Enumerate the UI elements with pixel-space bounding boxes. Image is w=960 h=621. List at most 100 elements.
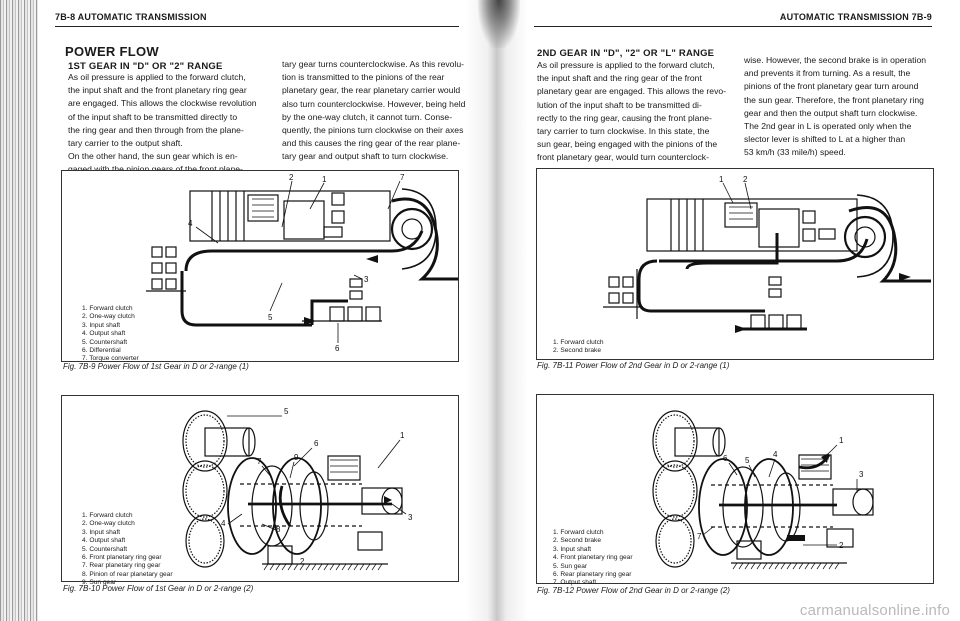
header-rule (55, 26, 459, 27)
legend-item: 2. Second brake (553, 347, 602, 355)
legend-item: 7. Output shaft (553, 579, 597, 587)
text-line: and this causes the ring gear of the rea… (282, 138, 461, 149)
legend-item: 1. Forward clutch (553, 529, 604, 536)
arrowhead-output (735, 325, 747, 333)
callout-label: 2 (839, 541, 844, 550)
legend-item: 3. Input shaft (82, 528, 121, 536)
figure-caption: Fig. 7B-10 Power Flow of 1st Gear in D o… (63, 584, 254, 593)
body-text-col1: As oil pressure is applied to the forwar… (68, 71, 268, 177)
text-line: are engaged. This allows the clockwise r… (68, 98, 257, 109)
legend-item: 7. Torque converter (82, 355, 139, 363)
figure-power-flow-2nd-gear-schematic: 1 2 1. Forward clutch 2. Second brake (536, 168, 934, 360)
text-line: tary carrier to turn clockwise. In this … (537, 126, 710, 137)
callout-label: 2 (300, 557, 305, 566)
callout-label: 1 (400, 431, 405, 440)
text-line: On the other hand, the sun gear which is… (68, 151, 238, 162)
body-text-col2: wise. However, the second brake is in op… (744, 54, 934, 160)
text-line: tion is transmitted to the pinions of th… (282, 72, 445, 83)
callout-label: 1 (839, 436, 844, 445)
figure-caption: Fig. 7B-9 Power Flow of 1st Gear in D or… (63, 362, 249, 371)
callout-label: 9 (294, 453, 299, 462)
figure-legend: 1. Forward clutch 2. Second brake (553, 339, 604, 356)
figure-power-flow-2nd-gear-gears: 1 6 5 4 3 7 2 1. Forward clutch 2. Secon… (536, 394, 934, 586)
text-line: front planetary gear, would turn counter… (537, 152, 709, 163)
callout-label: 3 (364, 275, 369, 284)
arrowhead-input (366, 255, 378, 263)
text-line: and prevents it from turning. As a resul… (744, 68, 911, 79)
brake-band (787, 535, 805, 541)
text-line: the ring gear and then through from the … (68, 124, 244, 135)
text-line: slector lever is shifted to L at a highe… (744, 134, 906, 145)
legend-item: 4. Output shaft (82, 330, 126, 338)
running-head-left: 7B-8 AUTOMATIC TRANSMISSION (55, 12, 207, 22)
figure-legend: 1. Forward clutch 2. One-way clutch 3. I… (82, 305, 139, 364)
callout-label: 4 (221, 519, 226, 528)
text-line: tary gear turns counterclockwise. As thi… (282, 59, 464, 69)
legend-item: 6. Rear planetary ring gear (553, 571, 632, 579)
text-line: gear and then the output shaft turn cloc… (744, 107, 918, 118)
text-line: wise. However, the second brake is in op… (744, 55, 926, 65)
text-line: by the one-way clutch, it cannot turn. C… (282, 111, 453, 122)
text-line: planetary gear, the rear planetary carri… (282, 85, 461, 96)
text-line: lution of the input shaft to be transmit… (537, 99, 702, 110)
left-page: 7B-8 AUTOMATIC TRANSMISSION POWER FLOW 1… (48, 0, 466, 621)
callout-label: 3 (859, 470, 864, 479)
right-page: AUTOMATIC TRANSMISSION 7B-9 2ND GEAR IN … (530, 0, 940, 621)
site-watermark: carmanualsonline.info (799, 602, 950, 619)
callout-label: 6 (335, 344, 340, 353)
legend-item: 1. Forward clutch (82, 305, 133, 312)
figure-caption: Fig. 7B-11 Power Flow of 2nd Gear in D o… (537, 361, 730, 370)
figure-power-flow-1st-gear-schematic: 2 1 7 4 3 5 6 1. Forward clutch 2. One-w… (61, 170, 459, 362)
text-line: tary carrier to the output shaft. (68, 138, 183, 149)
legend-item: 4. Front planetary ring gear (553, 554, 633, 562)
figure-legend: 1. Forward clutch 2. Second brake 3. Inp… (553, 529, 633, 588)
legend-item: 3. Input shaft (553, 545, 592, 553)
legend-item: 5. Countershaft (82, 545, 128, 553)
text-line: The 2nd gear in L is operated only when … (744, 121, 912, 132)
text-line: the sun gear. Therefore, the front plane… (744, 94, 924, 105)
subsection-title-2nd-gear: 2ND GEAR IN "D", "2" OR "L" RANGE (537, 48, 715, 59)
figure-power-flow-1st-gear-gears: 5 6 1 7 9 3 4 8 2 1. Forward clutch 2. O… (61, 395, 459, 586)
legend-item: 1. Forward clutch (553, 339, 604, 346)
legend-item: 8. Pinion of rear planetary gear (82, 570, 173, 578)
text-line: As oil pressure is applied to the forwar… (537, 60, 715, 70)
text-line: rectly to the ring gear, causing the fro… (537, 112, 712, 123)
legend-item: 5. Countershaft (82, 338, 128, 346)
gutter-shadow (478, 0, 520, 48)
text-line: sun gear, being engaged with the pinions… (537, 139, 718, 150)
running-head-right: AUTOMATIC TRANSMISSION 7B-9 (779, 12, 932, 22)
legend-item: 1. Forward clutch (82, 512, 133, 519)
planetary-gear-diagram: 5 6 1 7 9 3 4 8 2 (182, 407, 413, 571)
figure-legend: 1. Forward clutch 2. One-way clutch 3. I… (82, 512, 173, 588)
arrowhead-flow (384, 496, 392, 504)
section-title: POWER FLOW (65, 44, 159, 59)
text-line: gaged with the pinion gears of the front… (68, 163, 268, 176)
text-line: also turn counterclockwise. However, bei… (282, 98, 466, 109)
body-text-col1: As oil pressure is applied to the forwar… (537, 59, 733, 165)
legend-item: 7. Rear planetary ring gear (82, 562, 161, 570)
callout-label: 7 (697, 532, 702, 541)
legend-item: 6. Front planetary ring gear (82, 554, 162, 562)
text-line: of the input shaft to be transmitted dir… (68, 111, 238, 122)
planetary-gear-diagram: 1 6 5 4 3 7 2 (652, 410, 874, 570)
body-text-col2: tary gear turns counterclockwise. As thi… (282, 58, 466, 164)
callout-label: 4 (188, 219, 193, 228)
header-rule (534, 26, 932, 27)
transmission-schematic-diagram: 2 1 7 4 3 5 6 (146, 173, 458, 353)
callout-label: 5 (745, 456, 750, 465)
callout-label: 4 (773, 450, 778, 459)
legend-item: 4. Output shaft (82, 537, 126, 545)
book-spine-shadow (0, 0, 38, 621)
text-line: As oil pressure is applied to the forwar… (68, 72, 246, 82)
callout-label: 5 (284, 407, 289, 416)
subsection-title-1st-gear: 1ST GEAR IN "D" OR "2" RANGE (68, 61, 223, 72)
callout-label: 6 (723, 454, 728, 463)
callout-label: 5 (268, 313, 273, 322)
arrowhead-input (899, 273, 911, 281)
arrowhead-output (304, 317, 316, 325)
transmission-schematic-diagram: 1 2 (603, 175, 931, 333)
text-line: the input shaft and the front planetary … (68, 85, 247, 96)
callout-label: 6 (314, 439, 319, 448)
callout-label: 1 (719, 175, 724, 184)
text-line: planetary gear are engaged. This allows … (537, 86, 727, 97)
